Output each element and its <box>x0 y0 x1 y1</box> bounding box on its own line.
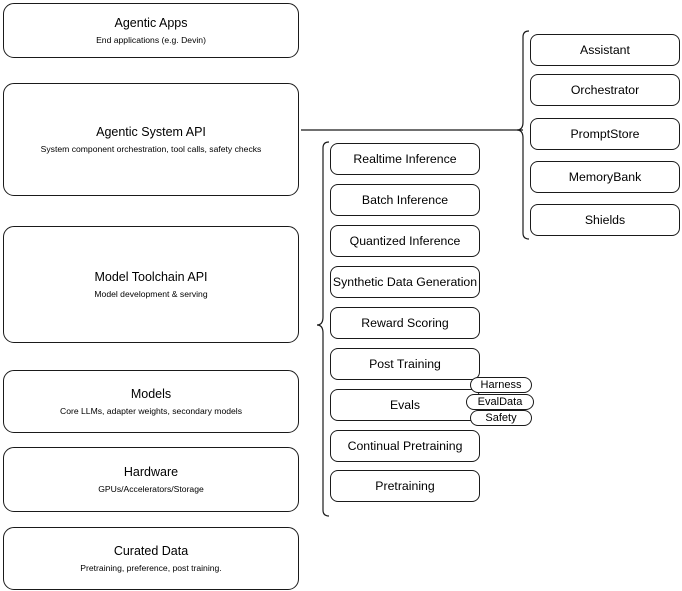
toolchain-item-pretraining[interactable]: Pretraining <box>330 470 480 502</box>
layer-subtitle: Model development & serving <box>94 288 208 299</box>
layer-agentic-system-api[interactable]: Agentic System API System component orch… <box>3 83 299 196</box>
layer-title: Model Toolchain API <box>94 269 208 284</box>
pill-label: EvalData <box>477 396 523 408</box>
layer-title: Hardware <box>123 464 179 479</box>
toolchain-item-realtime-inference[interactable]: Realtime Inference <box>330 143 480 175</box>
layer-subtitle: GPUs/Accelerators/Storage <box>98 483 204 494</box>
pill-label: Harness <box>480 379 522 391</box>
chip-label: PromptStore <box>570 126 640 141</box>
layer-agentic-apps[interactable]: Agentic Apps End applications (e.g. Devi… <box>3 3 299 58</box>
toolchain-item-post-training[interactable]: Post Training <box>330 348 480 380</box>
evals-subcomponent-harness[interactable]: Harness <box>470 377 532 393</box>
toolchain-item-continual-pretraining[interactable]: Continual Pretraining <box>330 430 480 462</box>
layer-models[interactable]: Models Core LLMs, adapter weights, secon… <box>3 370 299 433</box>
evals-subcomponent-evaldata[interactable]: EvalData <box>466 394 534 410</box>
chip-label: Batch Inference <box>361 192 449 207</box>
chip-label: Shields <box>584 212 626 227</box>
toolchain-item-reward-scoring[interactable]: Reward Scoring <box>330 307 480 339</box>
layer-title: Agentic Apps <box>114 15 188 30</box>
system-component-memorybank[interactable]: MemoryBank <box>530 161 680 193</box>
system-component-promptstore[interactable]: PromptStore <box>530 118 680 150</box>
layer-title: Curated Data <box>113 543 189 558</box>
chip-label: Continual Pretraining <box>347 438 463 453</box>
brace-toolchain-components <box>316 141 330 517</box>
chip-label: Post Training <box>369 356 441 371</box>
chip-label: Reward Scoring <box>361 315 449 330</box>
chip-label: Orchestrator <box>570 82 640 97</box>
evals-subcomponent-safety[interactable]: Safety <box>470 410 532 426</box>
system-component-shields[interactable]: Shields <box>530 204 680 236</box>
layer-title: Models <box>130 386 172 401</box>
chip-label: MemoryBank <box>568 169 642 184</box>
brace-system-components <box>516 30 530 240</box>
chip-label: Realtime Inference <box>353 151 457 166</box>
layer-hardware[interactable]: Hardware GPUs/Accelerators/Storage <box>3 447 299 512</box>
toolchain-item-evals[interactable]: Evals <box>330 389 480 421</box>
chip-label: Synthetic Data Generation <box>332 274 478 289</box>
layer-subtitle: System component orchestration, tool cal… <box>40 143 262 154</box>
chip-label: Evals <box>389 397 421 412</box>
system-component-assistant[interactable]: Assistant <box>530 34 680 66</box>
pill-label: Safety <box>485 412 517 424</box>
chip-label: Pretraining <box>375 478 435 493</box>
layer-subtitle: Pretraining, preference, post training. <box>80 562 222 573</box>
layer-title: Agentic System API <box>96 124 206 139</box>
toolchain-item-batch-inference[interactable]: Batch Inference <box>330 184 480 216</box>
layer-curated-data[interactable]: Curated Data Pretraining, preference, po… <box>3 527 299 590</box>
chip-label: Assistant <box>580 42 630 57</box>
toolchain-item-synthetic-data-generation[interactable]: Synthetic Data Generation <box>330 266 480 298</box>
toolchain-item-quantized-inference[interactable]: Quantized Inference <box>330 225 480 257</box>
layer-subtitle: End applications (e.g. Devin) <box>96 34 206 45</box>
layer-subtitle: Core LLMs, adapter weights, secondary mo… <box>60 405 242 416</box>
chip-label: Quantized Inference <box>349 233 461 248</box>
layer-model-toolchain-api[interactable]: Model Toolchain API Model development & … <box>3 226 299 343</box>
system-component-orchestrator[interactable]: Orchestrator <box>530 74 680 106</box>
